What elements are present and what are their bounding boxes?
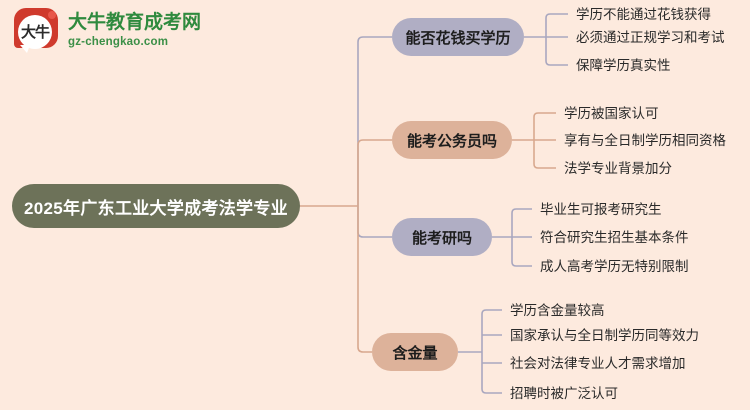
mindmap-root-label: 2025年广东工业大学成考法学专业 <box>24 198 288 218</box>
mindmap-branch-node-0[interactable]: 能否花钱买学历 <box>392 18 524 56</box>
mindmap-leaf-2-2[interactable]: 成人高考学历无特别限制 <box>540 259 689 274</box>
mindmap-leaf-3-1[interactable]: 国家承认与全日制学历同等效力 <box>510 328 699 343</box>
mindmap-leaf-1-2[interactable]: 法学专业背景加分 <box>564 161 672 176</box>
mindmap-leaf-1-1[interactable]: 享有与全日制学历相同资格 <box>564 133 726 148</box>
mindmap-branch-node-3[interactable]: 含金量 <box>372 333 458 371</box>
brand-name: 大牛教育成考网 <box>68 12 202 34</box>
mindmap-leaf-3-0[interactable]: 学历含金量较高 <box>510 303 605 318</box>
mindmap-leaf-2-0[interactable]: 毕业生可报考研究生 <box>540 202 662 217</box>
mindmap-leaf-0-2[interactable]: 保障学历真实性 <box>576 58 671 73</box>
mindmap-branch-label-0: 能否花钱买学历 <box>405 29 511 47</box>
mindmap-branch-label-1: 能考公务员吗 <box>406 132 497 150</box>
logo-bubble-tail-icon <box>20 45 30 53</box>
mindmap-branch-label-2: 能考研吗 <box>411 229 472 247</box>
mindmap-root-node[interactable]: 2025年广东工业大学成考法学专业 <box>12 184 300 228</box>
mindmap-leaf-0-0[interactable]: 学历不能通过花钱获得 <box>576 7 711 22</box>
mindmap-leaf-3-3[interactable]: 招聘时被广泛认可 <box>510 386 618 401</box>
mindmap-branch-label-3: 含金量 <box>392 344 438 362</box>
mindmap-leaf-3-2[interactable]: 社会对法律专业人才需求增加 <box>510 356 686 371</box>
mindmap-leaf-2-1[interactable]: 符合研究生招生基本条件 <box>540 230 689 245</box>
mindmap-leaf-0-1[interactable]: 必须通过正规学习和考试 <box>576 30 725 45</box>
logo-disc: 大牛 <box>18 15 52 49</box>
daniu-logo-icon: 大牛 <box>14 8 60 54</box>
mindmap-branch-node-1[interactable]: 能考公务员吗 <box>392 121 512 159</box>
mindmap-branch-node-2[interactable]: 能考研吗 <box>392 218 492 256</box>
brand-text-block: 大牛教育成考网 gz-chengkao.com <box>68 12 202 49</box>
logo-disc-label: 大牛 <box>20 23 50 41</box>
mindmap-leaf-1-0[interactable]: 学历被国家认可 <box>564 106 659 121</box>
site-header: 大牛 大牛教育成考网 gz-chengkao.com <box>14 8 201 54</box>
logo-accent-dot-icon <box>48 11 56 19</box>
brand-url: gz-chengkao.com <box>68 36 169 49</box>
